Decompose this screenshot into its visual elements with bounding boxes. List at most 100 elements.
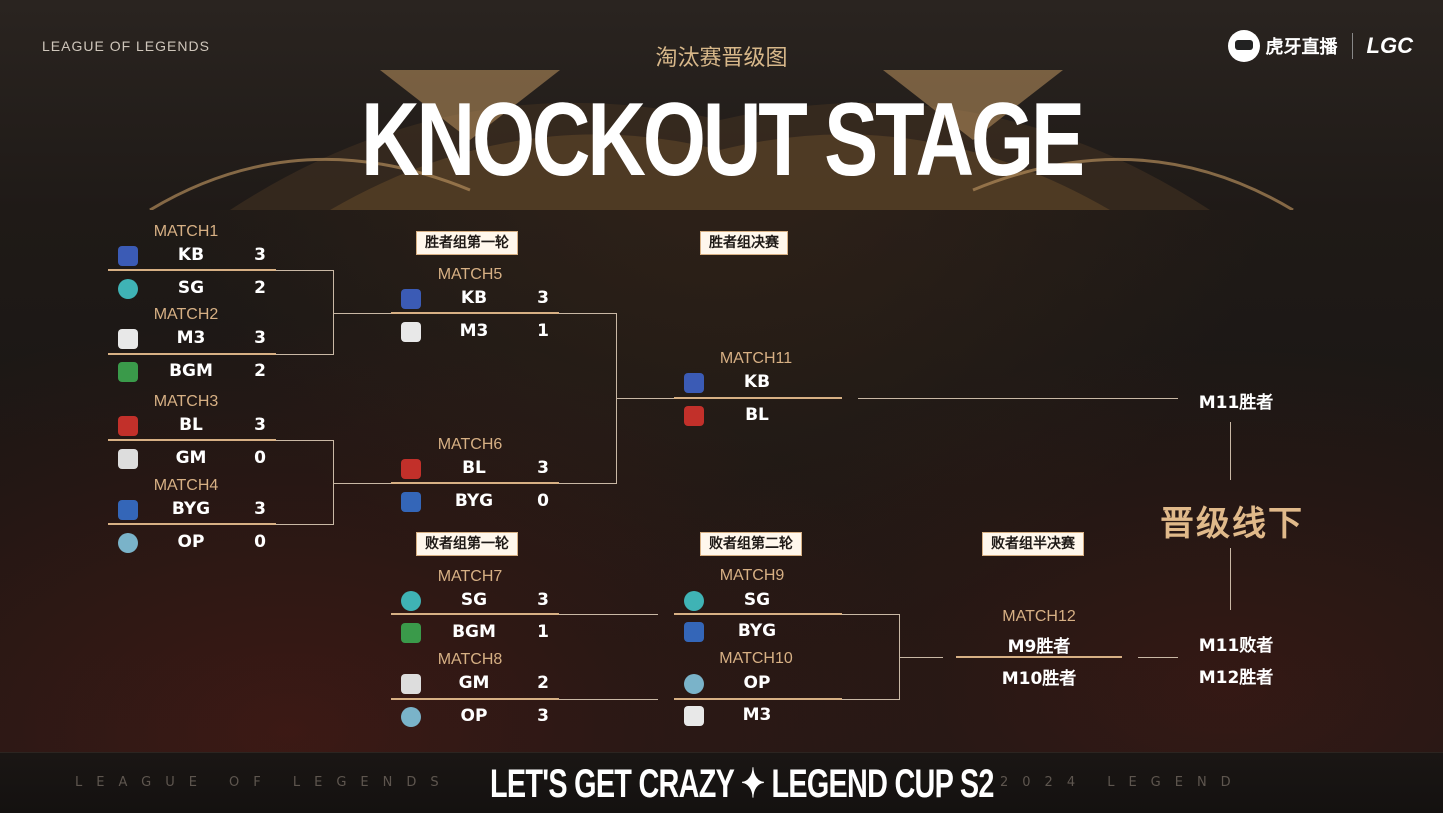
team-name: M3 [459, 321, 489, 341]
advance-offline-label: 晋级线下 [1160, 504, 1304, 544]
connector [275, 270, 333, 271]
team-logo-icon [401, 674, 421, 694]
connector [858, 398, 1178, 399]
team-logo-icon [118, 533, 138, 553]
team-row: BL 3 [391, 454, 561, 484]
connector [275, 440, 333, 441]
team-score: 1 [537, 622, 549, 642]
team-score: 2 [254, 361, 266, 381]
team-logo-icon [118, 246, 138, 266]
row-divider [391, 613, 559, 615]
row-divider [674, 397, 842, 399]
team-logo-icon [401, 322, 421, 342]
team-logo-icon [401, 492, 421, 512]
team-score: 2 [537, 673, 549, 693]
connector [275, 354, 333, 355]
connector [333, 440, 334, 525]
match-label: MATCH2 [153, 306, 219, 323]
sponsor-name: 虎牙直播 [1265, 37, 1338, 58]
match-label: MATCH4 [153, 477, 219, 494]
round-tag-winners-final: 胜者组决赛 [700, 231, 788, 255]
row-divider [674, 698, 842, 700]
team-logo-icon [684, 591, 704, 611]
page-title: KNOCKOUT STAGE [361, 82, 1085, 198]
connector [616, 398, 674, 399]
sponsor-logos: 虎牙直播 LGC [1227, 30, 1413, 62]
match-label: MATCH3 [153, 393, 219, 410]
team-logo-icon [401, 591, 421, 611]
team-score: 3 [537, 288, 549, 308]
team-score: 0 [537, 491, 549, 511]
team-name: SG [177, 278, 205, 298]
team-row: GM 0 [108, 444, 278, 474]
team-score: 3 [254, 499, 266, 519]
team-row: BYG 0 [391, 487, 561, 517]
team-name: BYG [737, 621, 777, 641]
team-logo-icon [684, 373, 704, 393]
row-divider [674, 613, 842, 615]
team-row: M3 1 [391, 317, 561, 347]
team-logo-icon [684, 406, 704, 426]
team-row: M3 [674, 701, 844, 731]
team-row: OP 3 [391, 702, 561, 732]
connector [275, 524, 333, 525]
team-logo-icon [684, 674, 704, 694]
team-score: 0 [254, 532, 266, 552]
team-name: SG [743, 590, 771, 610]
team-score: 1 [537, 321, 549, 341]
team-name: GM [175, 448, 207, 468]
huya-icon [1227, 30, 1260, 62]
team-name: KB [177, 245, 205, 265]
team-row: BGM 1 [391, 618, 561, 648]
team-name: OP [460, 706, 488, 726]
connector [841, 699, 899, 700]
footer: LEAGUE OF LEGENDS LET'S GET CRAZY ✦ LEGE… [0, 752, 1443, 813]
team-logo-icon [401, 289, 421, 309]
row-divider [108, 269, 276, 271]
team-row: BYG [674, 617, 844, 647]
team-row: M3 3 [108, 324, 278, 354]
team-row: SG [674, 586, 844, 616]
match-label: MATCH6 [437, 436, 503, 453]
connector [899, 657, 943, 658]
team-row: BL 3 [108, 411, 278, 441]
team-score: 0 [254, 448, 266, 468]
match12-slot1: M9胜者 [1007, 637, 1071, 657]
team-logo-icon [118, 449, 138, 469]
team-name: BYG [171, 499, 211, 519]
team-logo-icon [118, 500, 138, 520]
m12-winner-slot: M12胜者 [1198, 668, 1274, 688]
team-row: KB 3 [391, 284, 561, 314]
team-name: KB [743, 372, 771, 392]
team-name: SG [460, 590, 488, 610]
round-tag-winners-r1: 胜者组第一轮 [416, 231, 518, 255]
team-score: 2 [254, 278, 266, 298]
team-logo-icon [401, 707, 421, 727]
match-label: MATCH10 [719, 650, 793, 667]
team-row: GM 2 [391, 669, 561, 699]
team-row: SG 3 [391, 586, 561, 616]
brand-left: LEAGUE OF LEGENDS [42, 38, 210, 54]
team-score: 3 [537, 706, 549, 726]
team-name: BGM [169, 361, 213, 381]
round-tag-losers-r2: 败者组第二轮 [700, 532, 802, 556]
row-divider [391, 482, 559, 484]
team-score: 3 [254, 245, 266, 265]
row-divider [108, 439, 276, 441]
team-score: 3 [537, 458, 549, 478]
connector [1138, 657, 1178, 658]
team-score: 3 [537, 590, 549, 610]
connector [841, 614, 899, 615]
team-name: OP [177, 532, 205, 552]
team-logo-icon [118, 416, 138, 436]
team-name: BYG [454, 491, 494, 511]
team-logo-icon [118, 279, 138, 299]
round-tag-losers-semi: 败者组半决赛 [982, 532, 1084, 556]
team-name: BL [745, 405, 769, 425]
team-row: OP 0 [108, 528, 278, 558]
connector [333, 313, 391, 314]
team-score: 3 [254, 328, 266, 348]
banner-ornament [149, 70, 1294, 210]
footer-slogan: LET'S GET CRAZY ✦ LEGEND CUP S2 [490, 762, 994, 806]
team-name: BL [179, 415, 203, 435]
